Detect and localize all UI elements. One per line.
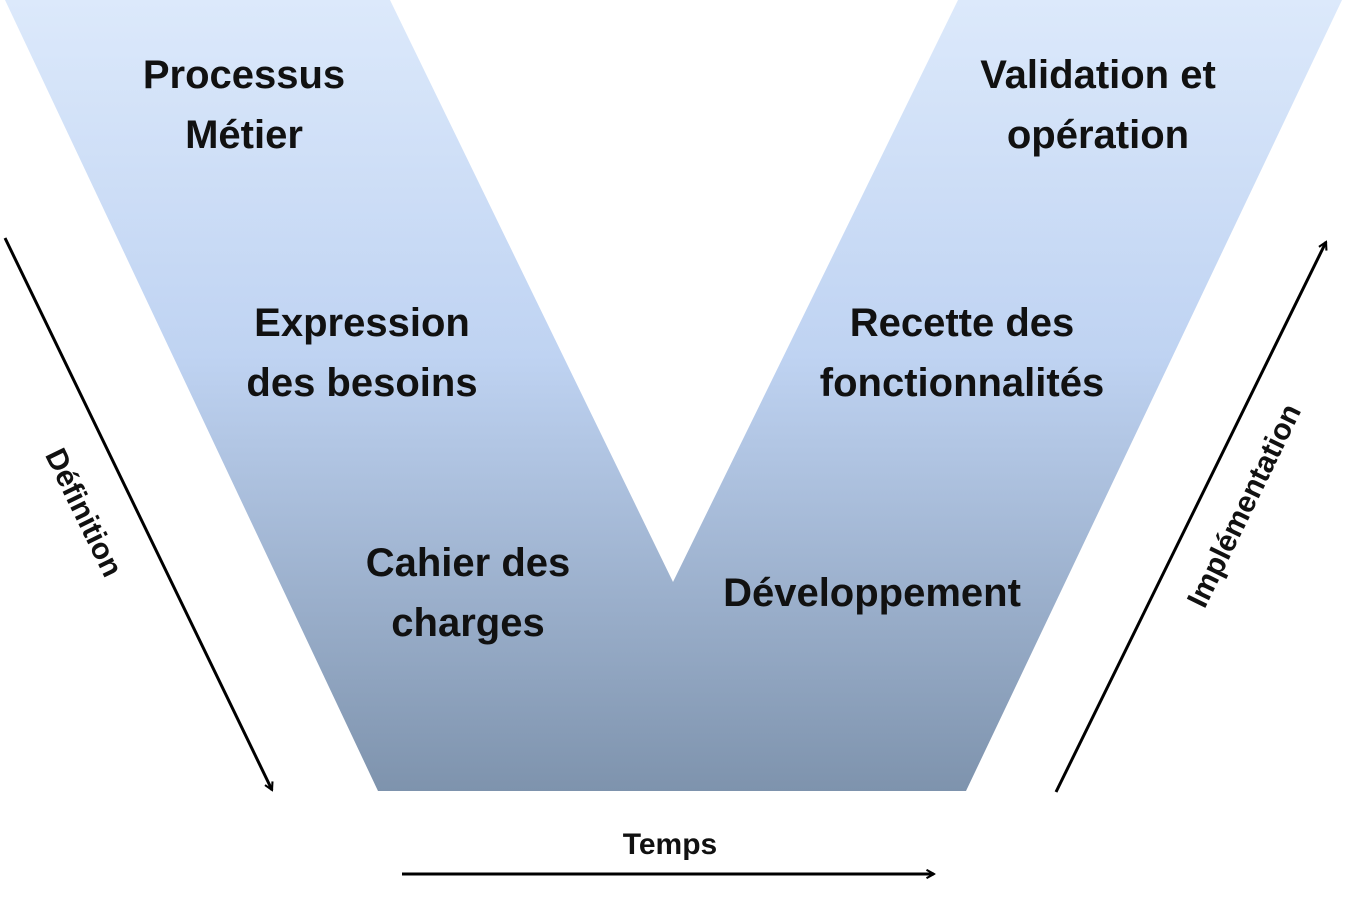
phase-cahier-charges: Cahier des charges (308, 533, 628, 653)
phase-line: Expression (254, 301, 470, 345)
phase-line: Validation et (980, 53, 1216, 97)
v-shape (5, 0, 1342, 791)
phase-expression-besoins: Expression des besoins (202, 293, 522, 413)
phase-developpement: Développement (672, 563, 1072, 623)
implementation-arrow (1054, 242, 1326, 793)
time-label: Temps (622, 828, 718, 861)
phase-line: des besoins (246, 361, 478, 405)
definition-arrow (3, 237, 272, 790)
phase-processus-metier: Processus Métier (84, 45, 404, 165)
phase-validation: Validation et opération (918, 45, 1278, 165)
phase-line: Processus (142, 53, 346, 97)
phase-line: Développement (723, 571, 1021, 615)
phase-line: charges (391, 601, 545, 645)
phase-line: fonctionnalités (819, 361, 1105, 405)
phase-line: Recette des (849, 301, 1075, 345)
phase-line: opération (1006, 113, 1190, 157)
phase-line: Cahier des (365, 541, 571, 585)
phase-line: Métier (185, 113, 303, 157)
phase-recette: Recette des fonctionnalités (772, 293, 1152, 413)
